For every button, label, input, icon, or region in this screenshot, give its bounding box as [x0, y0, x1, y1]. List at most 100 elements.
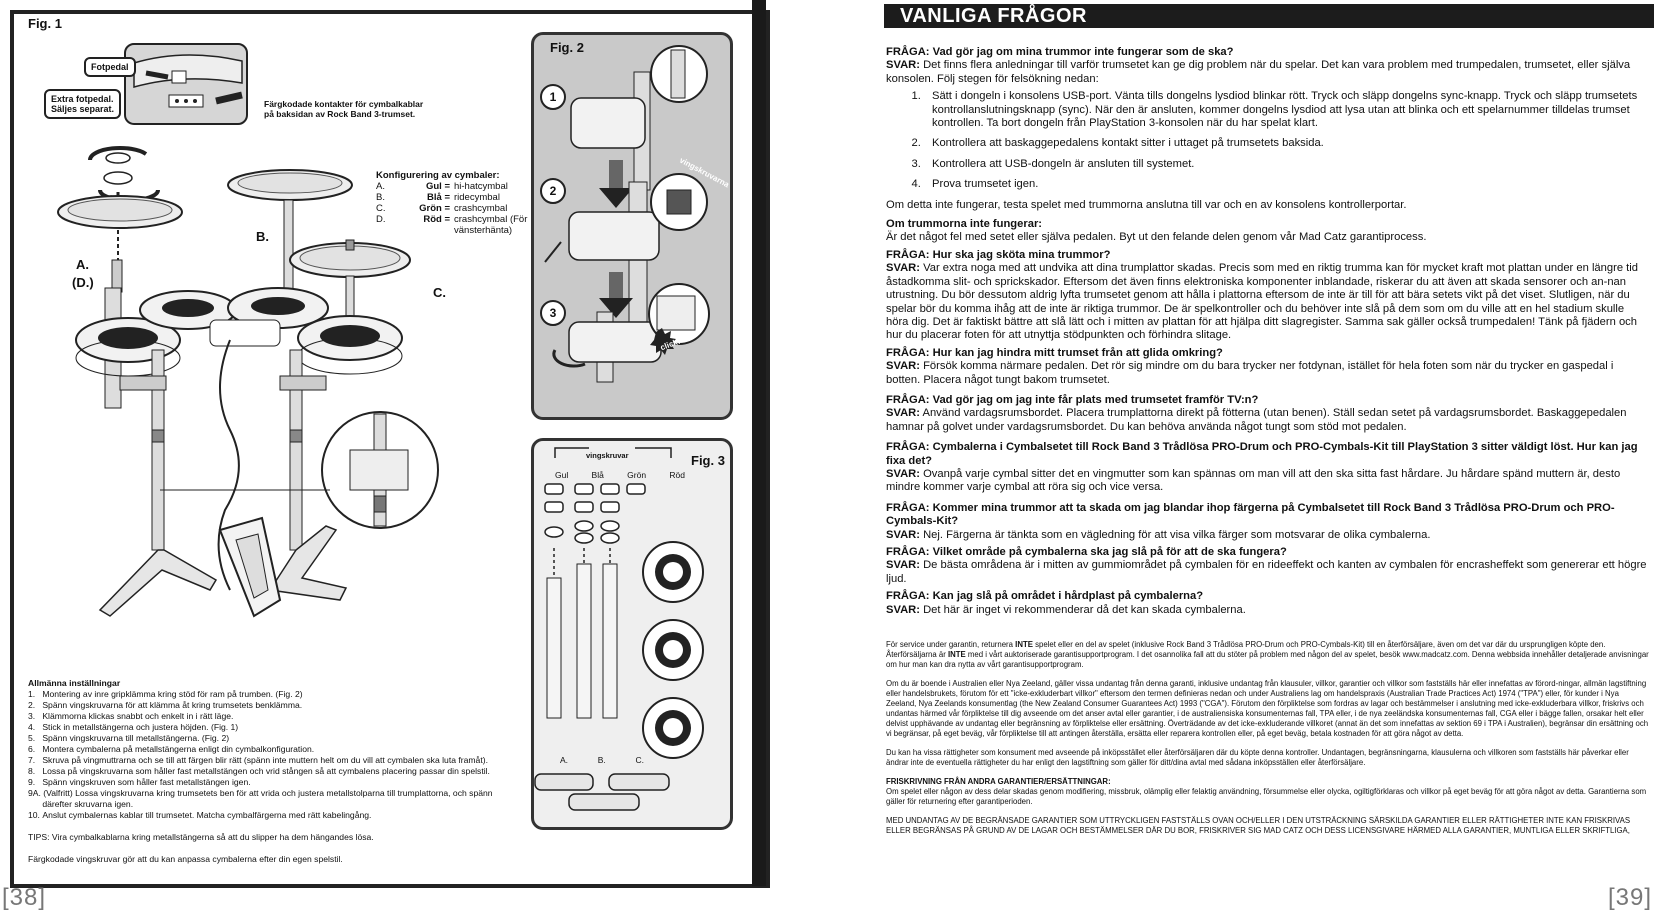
general-step: 9. Spänn vingskruven som håller fast met… [28, 777, 251, 787]
general-settings-title: Allmänna inställningar [28, 678, 121, 688]
faq-question-2: FRÅGA: Hur ska jag sköta mina trummor? [886, 248, 1111, 261]
fig2-label: Fig. 2 [550, 40, 584, 55]
fig3-stand-b: B. [597, 755, 606, 765]
cymbal-config-color: Blå = [427, 192, 450, 203]
answer-label: SVAR: [886, 528, 920, 541]
cymbal-config-row: B. Blå = ridecymbal [376, 192, 527, 203]
fine-bold: INTE [1015, 640, 1033, 649]
callout-extra-pedal: Extra fotpedal. Säljes separat. [44, 89, 122, 119]
troubleshooting-step: Kontrollera att USB-dongeln är ansluten … [924, 158, 1648, 171]
warranty-fine-print: För service under garantin, returnera IN… [886, 640, 1651, 836]
fig1-label: Fig. 1 [28, 16, 62, 31]
page-gutter [752, 0, 766, 886]
answer-label: SVAR: [886, 407, 920, 420]
fig3-color-gul: Gul [555, 470, 569, 480]
cymbal-config-letter: D. [376, 214, 386, 225]
fig2-step-3: 3 [540, 300, 566, 326]
page-number-left-value: 38 [9, 884, 39, 911]
fine-text: med i vårt auktoriserade garantisupportp… [886, 650, 1649, 669]
general-settings: Allmänna inställningar 1. Montering av i… [28, 678, 518, 865]
faq-question-1b: Om trummorna inte fungerar: [886, 218, 1043, 231]
general-step: 7. Skruva på vingmuttrarna och se till a… [28, 755, 488, 765]
cymbal-config-letter: A. [376, 181, 385, 192]
general-step: 6. Montera cymbalerna på metallstängerna… [28, 744, 315, 754]
color-contacts-line1: Färgkodade kontakter för cymbalkablar [264, 99, 424, 109]
fig3-color-rod: Röd [669, 470, 685, 480]
fig3-stand-a: A. [560, 755, 569, 765]
answer-label: SVAR: [886, 467, 920, 480]
fig1-inset-drawing [133, 54, 243, 108]
warranty-paragraph-4: Om spelet eller någon av dess delar skad… [886, 787, 1647, 806]
answer-text: De bästa områdena är i mitten av gummiom… [886, 559, 1647, 585]
cymbal-config-letter: B. [376, 192, 385, 203]
fig3-color-labels: Gul Blå Grön Röd [555, 470, 685, 480]
fig2-step-1: 1 [540, 84, 566, 110]
callout-extra-pedal-line2: Säljes separat. [51, 104, 115, 114]
cymbal-config-desc: crashcymbal (För [454, 214, 528, 225]
warranty-paragraph-5: MED UNDANTAG AV DE BEGRÄNSADE GARANTIER … [886, 816, 1631, 835]
fig3-stand-c: C. [635, 755, 645, 765]
faq-question-6: FRÅGA: Kommer mina trummor att ta skada … [886, 501, 1615, 528]
fig3-wingscrews-label: vingskruvar [586, 451, 629, 460]
page-number-right: [39] [1608, 884, 1653, 911]
fine-text: För service under garantin, returnera [886, 640, 1016, 649]
general-step: 10. Anslut cymbalernas kablar till trums… [28, 810, 372, 820]
label-c: C. [433, 285, 446, 300]
cymbal-config-desc: crashcymbal [454, 203, 508, 214]
answer-label: SVAR: [886, 262, 920, 275]
warranty-paragraph-3: Du kan ha vissa rättigheter som konsumen… [886, 748, 1629, 767]
answer-text: Det finns flera anledningar till varför … [886, 59, 1631, 85]
cymbal-config-row: D. Röd = crashcymbal (För [376, 214, 527, 225]
warranty-paragraph-2: Om du är boende i Australien eller Nya Z… [886, 679, 1649, 738]
fig2-drawing [544, 45, 710, 383]
general-step: 5. Spänn vingskruvarna till metallstänge… [28, 733, 230, 743]
warranty-disclaimer-title: FRISKRIVNING FRÅN ANDRA GARANTIER/ERSÄTT… [886, 777, 1111, 786]
fig3-stand-labels: A. B. C. [560, 755, 644, 765]
faq-answer-3: SVAR: Försök komma närmare pedalen. Det … [886, 360, 1648, 387]
faq-answer-1b: Är det något fel med setet eller själva … [886, 231, 1427, 244]
cymbal-config-continuation: vänsterhänta) [454, 225, 513, 236]
answer-text: Var extra noga med att undvika att dina … [886, 262, 1638, 342]
callout-footpedal: Fotpedal [84, 57, 136, 77]
fine-bold: INTE [947, 650, 966, 659]
cymbal-config-row: C. Grön = crashcymbal [376, 203, 527, 214]
answer-label: SVAR: [886, 603, 920, 616]
faq-answer-1-after: Om detta inte fungerar, testa spelet med… [886, 198, 1407, 211]
fine-text: spelet eller en del av spelet (inklusive… [886, 640, 1606, 659]
callout-extra-pedal-line1: Extra fotpedal. [51, 94, 114, 104]
faq-answer-2: SVAR: Var extra noga med att undvika att… [886, 262, 1648, 342]
tips-text: TIPS: Vira cymbalkablarna kring metallst… [28, 832, 374, 842]
page-number-left: [38] [2, 884, 47, 911]
fig3-color-gron: Grön [627, 470, 647, 480]
faq-question-1: FRÅGA: Vad gör jag om mina trummor inte … [886, 46, 1234, 58]
cymbal-config-letter: C. [376, 203, 386, 214]
cymbal-config-desc: ridecymbal [454, 192, 500, 203]
cymbal-config-title: Konfigurering av cymbaler: [376, 170, 500, 181]
troubleshooting-steps: Sätt i dongeln i konsolens USB-port. Vän… [886, 90, 1648, 191]
cymbal-config: Konfigurering av cymbaler: A. Gul = hi-h… [376, 170, 527, 236]
faq-answer-6: SVAR: Nej. Färgerna är tänkta som en väg… [886, 529, 1648, 542]
troubleshooting-step: Sätt i dongeln i konsolens USB-port. Vän… [924, 90, 1648, 130]
cymbal-config-color: Röd = [423, 214, 450, 225]
faq-answer-1: SVAR: Det finns flera anledningar till v… [886, 59, 1648, 86]
label-a: A. (D.) [72, 256, 94, 292]
faq-answer-5: SVAR: Ovanpå varje cymbal sitter det en … [886, 468, 1648, 495]
answer-text: Nej. Färgerna är tänkta som en väglednin… [923, 528, 1431, 541]
cymbal-config-color: Gul = [425, 181, 450, 192]
faq-question-7: FRÅGA: Vilket område på cymbalerna ska j… [886, 546, 1287, 558]
fig3-label: Fig. 3 [691, 453, 725, 468]
color-contacts-line2: på baksidan av Rock Band 3-trumset. [264, 109, 416, 119]
general-step: därefter skruvarna igen. [28, 799, 134, 809]
answer-text: Ovanpå varje cymbal sitter det en vingmu… [886, 467, 1621, 494]
general-step: 8. Lossa på vingskruvarna som håller fas… [28, 766, 490, 776]
fig3-panel [531, 438, 733, 830]
troubleshooting-step: Kontrollera att baskaggepedalens kontakt… [924, 137, 1648, 150]
answer-label: SVAR: [886, 59, 920, 72]
cymbal-config-desc: hi-hatcymbal [454, 181, 508, 192]
page-number-right-value: 39 [1615, 884, 1645, 911]
faq-answer-4: SVAR: Använd vardagsrumsbordet. Placera … [886, 407, 1648, 434]
general-step: 2. Spänn vingskruvarna för att klämma åt… [28, 700, 303, 710]
fig3-drawing [534, 447, 704, 811]
general-step: 4. Stick in metallstängerna och justera … [28, 722, 239, 732]
label-d-text: (D.) [72, 275, 94, 290]
